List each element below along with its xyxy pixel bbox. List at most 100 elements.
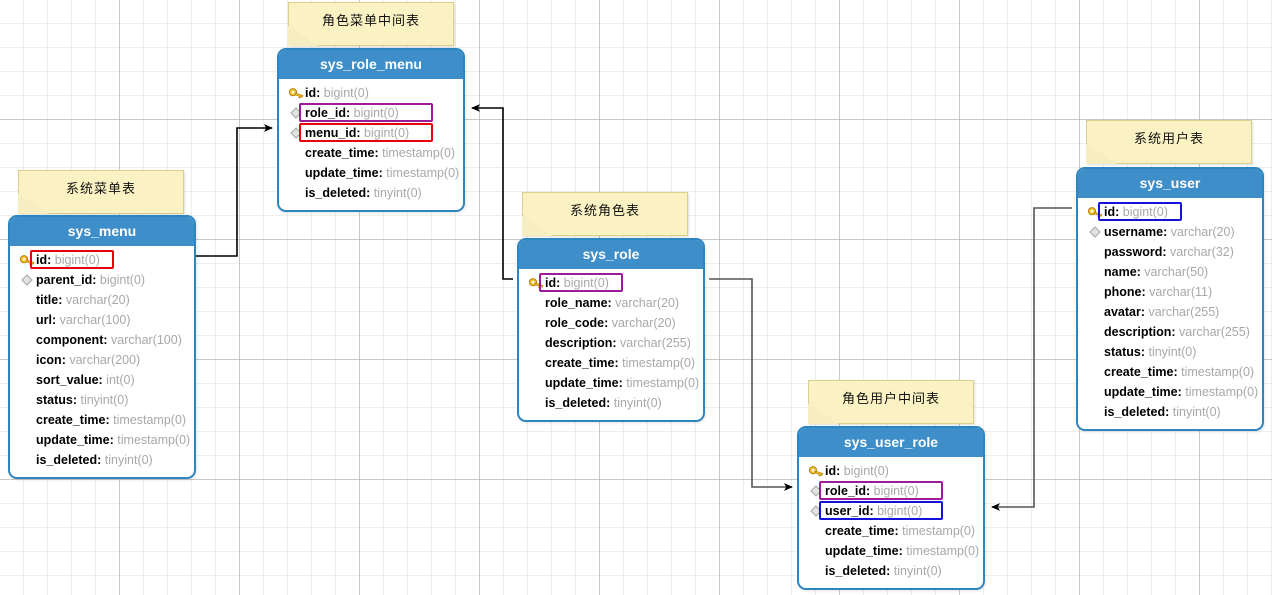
field-row[interactable]: status: tinyint(0) xyxy=(10,390,194,410)
field-row[interactable]: status: tinyint(0) xyxy=(1078,342,1262,362)
field-row[interactable]: id: bigint(0) xyxy=(799,461,983,481)
field-row[interactable]: role_name: varchar(20) xyxy=(519,293,703,313)
field-row[interactable]: avatar: varchar(255) xyxy=(1078,302,1262,322)
field-row[interactable]: update_time: timestamp(0) xyxy=(799,541,983,561)
field-separator: : xyxy=(836,464,844,478)
note-fold-corner xyxy=(288,25,319,46)
field-separator: : xyxy=(556,276,564,290)
field-row[interactable]: password: varchar(32) xyxy=(1078,242,1262,262)
field-row[interactable]: description: varchar(255) xyxy=(519,333,703,353)
field-row[interactable]: update_time: timestamp(0) xyxy=(279,163,463,183)
field-row[interactable]: id: bigint(0) xyxy=(10,250,194,270)
field-type: tinyint(0) xyxy=(80,393,129,407)
field-name: create_time xyxy=(1104,365,1174,379)
field-name: update_time xyxy=(36,433,110,447)
table-fields: id: bigint(0)role_id: bigint(0)menu_id: … xyxy=(279,79,463,210)
field-separator: : xyxy=(866,484,874,498)
field-name: update_time xyxy=(825,544,899,558)
field-type: bigint(0) xyxy=(563,276,609,290)
field-name: role_id xyxy=(825,484,866,498)
field-name: description xyxy=(1104,325,1172,339)
diamond-icon xyxy=(287,107,305,119)
field-row[interactable]: is_deleted: tinyint(0) xyxy=(279,183,463,203)
field-row[interactable]: component: varchar(100) xyxy=(10,330,194,350)
field-separator: : xyxy=(61,353,70,367)
note-text: 系统角色表 xyxy=(569,202,640,218)
table-title: sys_menu xyxy=(10,217,194,246)
field-name: icon xyxy=(36,353,62,367)
field-row[interactable]: role_id: bigint(0) xyxy=(799,481,983,501)
field-row[interactable]: create_time: timestamp(0) xyxy=(279,143,463,163)
field-row[interactable]: sort_value: int(0) xyxy=(10,370,194,390)
field-row[interactable]: user_id: bigint(0) xyxy=(799,501,983,521)
field-row[interactable]: is_deleted: tinyint(0) xyxy=(519,393,703,413)
field-name: avatar xyxy=(1104,305,1141,319)
field-row[interactable]: update_time: timestamp(0) xyxy=(519,373,703,393)
field-row[interactable]: parent_id: bigint(0) xyxy=(10,270,194,290)
field-row[interactable]: id: bigint(0) xyxy=(1078,202,1262,222)
field-row[interactable]: username: varchar(20) xyxy=(1078,222,1262,242)
field-name: update_time xyxy=(1104,385,1178,399)
field-row[interactable]: menu_id: bigint(0) xyxy=(279,123,463,143)
field-name: status xyxy=(36,393,73,407)
field-separator: : xyxy=(869,504,878,518)
key-icon xyxy=(18,254,36,267)
diamond-icon xyxy=(1086,226,1104,238)
field-row[interactable]: create_time: timestamp(0) xyxy=(10,410,194,430)
key-icon xyxy=(287,87,305,100)
field-separator: : xyxy=(58,293,66,307)
field-type: varchar(20) xyxy=(611,316,676,330)
field-row[interactable]: icon: varchar(200) xyxy=(10,350,194,370)
field-separator: : xyxy=(894,524,903,538)
field-name: menu_id xyxy=(305,126,357,140)
field-separator: : xyxy=(898,544,907,558)
sticky-note: 系统菜单表 xyxy=(18,170,184,214)
field-row[interactable]: id: bigint(0) xyxy=(279,83,463,103)
field-row[interactable]: role_id: bigint(0) xyxy=(279,103,463,123)
field-separator: : xyxy=(614,356,623,370)
field-row[interactable]: create_time: timestamp(0) xyxy=(1078,362,1262,382)
field-type: timestamp(0) xyxy=(113,413,187,427)
field-row[interactable]: create_time: timestamp(0) xyxy=(519,353,703,373)
field-type: timestamp(0) xyxy=(906,544,980,558)
field-row[interactable]: create_time: timestamp(0) xyxy=(799,521,983,541)
field-row[interactable]: is_deleted: tinyint(0) xyxy=(799,561,983,581)
key-icon xyxy=(1086,206,1104,219)
field-row[interactable]: role_code: varchar(20) xyxy=(519,313,703,333)
field-type: bigint(0) xyxy=(877,504,923,518)
sticky-note: 角色菜单中间表 xyxy=(288,2,454,46)
field-row[interactable]: url: varchar(100) xyxy=(10,310,194,330)
table-title: sys_role xyxy=(519,240,703,269)
field-row[interactable]: update_time: timestamp(0) xyxy=(1078,382,1262,402)
field-row[interactable]: id: bigint(0) xyxy=(519,273,703,293)
entity-table-sys_menu[interactable]: sys_menu id: bigint(0)parent_id: bigint(0… xyxy=(8,215,196,479)
field-name: username xyxy=(1104,225,1164,239)
field-separator: : xyxy=(366,186,374,200)
field-name: name xyxy=(1104,265,1137,279)
field-row[interactable]: description: varchar(255) xyxy=(1078,322,1262,342)
field-separator: : xyxy=(103,333,111,347)
field-name: is_deleted xyxy=(305,186,367,200)
field-row[interactable]: is_deleted: tinyint(0) xyxy=(1078,402,1262,422)
field-separator: : xyxy=(378,166,387,180)
field-type: timestamp(0) xyxy=(1185,385,1259,399)
relationship-connector xyxy=(196,124,273,257)
field-name: component xyxy=(36,333,104,347)
field-row[interactable]: phone: varchar(11) xyxy=(1078,282,1262,302)
field-row[interactable]: update_time: timestamp(0) xyxy=(10,430,194,450)
field-row[interactable]: title: varchar(20) xyxy=(10,290,194,310)
diamond-icon xyxy=(807,485,825,497)
field-name: phone xyxy=(1104,285,1142,299)
field-separator: : xyxy=(1141,285,1150,299)
field-separator: : xyxy=(98,373,107,387)
field-row[interactable]: is_deleted: tinyint(0) xyxy=(10,450,194,470)
field-row[interactable]: name: varchar(50) xyxy=(1078,262,1262,282)
field-name: id xyxy=(1104,205,1116,219)
table-title: sys_role_menu xyxy=(279,50,463,79)
field-name: is_deleted xyxy=(825,564,887,578)
table-fields: id: bigint(0)role_name: varchar(20)role_… xyxy=(519,269,703,420)
